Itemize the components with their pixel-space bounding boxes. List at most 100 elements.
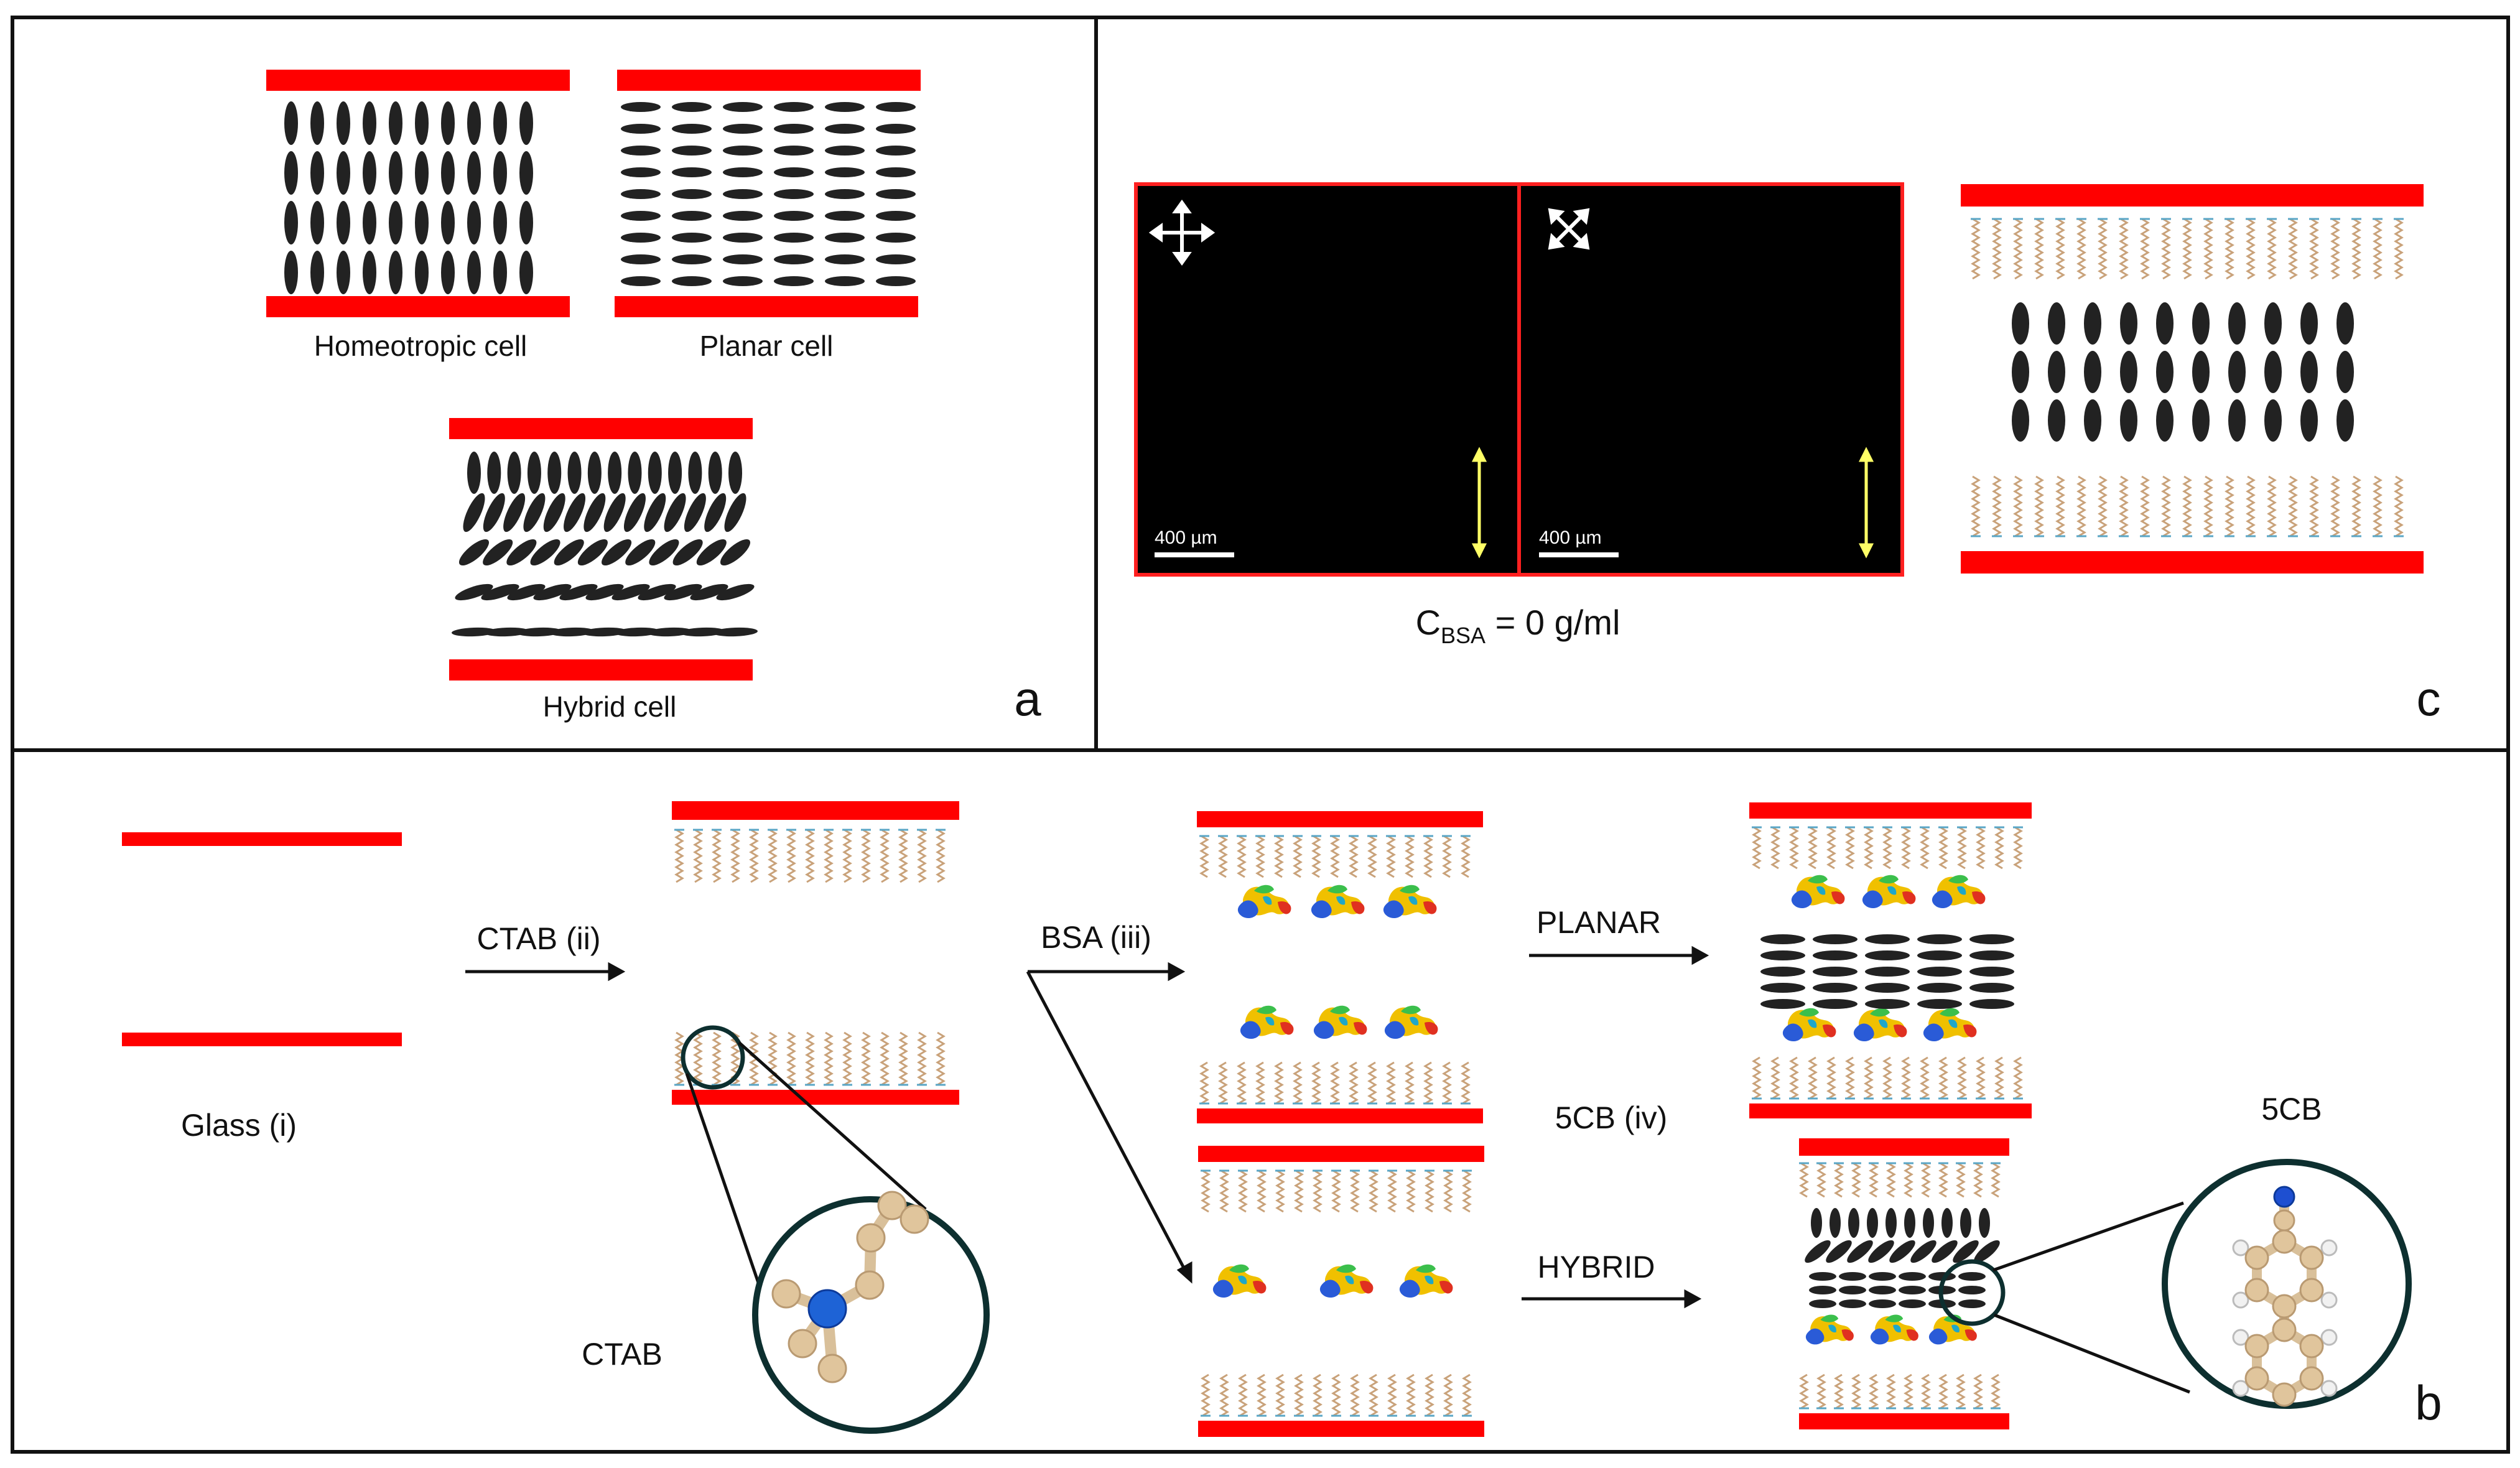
ctab-molecule — [1350, 1373, 1360, 1417]
ctab-molecule — [2267, 218, 2277, 280]
lc-molecule — [549, 627, 595, 637]
ctab-molecule — [1845, 1056, 1855, 1100]
lc-molecule — [774, 167, 814, 177]
lc-molecule — [415, 251, 429, 294]
lc-molecule — [1839, 1299, 1866, 1308]
lc-molecule — [672, 167, 712, 177]
glass-plate-top — [617, 70, 921, 91]
micrograph-crossed-polarizers: 400 µm — [1134, 182, 1521, 577]
lc-molecule — [2084, 399, 2101, 442]
lc-molecule — [2336, 302, 2354, 345]
lc-molecule — [672, 211, 712, 221]
lc-molecule — [582, 627, 627, 637]
lc-molecule — [774, 102, 814, 112]
ctab-layer-bottom — [674, 1031, 946, 1086]
lc-molecule — [363, 151, 376, 195]
lc-molecule — [1830, 1208, 1841, 1238]
lc-molecule — [621, 167, 661, 177]
ctab-molecule — [674, 829, 684, 883]
lc-molecule — [1865, 967, 1910, 977]
ctab-molecule — [1218, 835, 1228, 878]
lc-molecule — [458, 539, 490, 566]
lc-molecule — [441, 101, 455, 145]
ctab-molecule — [786, 1031, 796, 1086]
zoom-circle-small — [681, 1025, 745, 1090]
ctab-molecule — [1257, 1169, 1267, 1213]
lc-molecule — [876, 167, 916, 177]
ctab-molecule — [2203, 475, 2213, 537]
lc-molecule — [825, 276, 865, 286]
ctab-molecule — [2330, 218, 2340, 280]
ctab-molecule — [2225, 218, 2234, 280]
lc-molecule — [337, 251, 350, 294]
lc-molecule — [1809, 1299, 1836, 1308]
lc-molecule — [876, 146, 916, 156]
lc-molecule — [723, 167, 763, 177]
ctab-molecule — [1405, 835, 1415, 878]
bsa-protein-icon — [1399, 1264, 1453, 1298]
lc-molecule — [415, 151, 429, 195]
lc-molecule — [825, 233, 865, 243]
glass-plate-top — [672, 801, 959, 820]
ctab-molecule — [2182, 475, 2192, 537]
glass-plate-top — [1198, 1146, 1484, 1162]
lc-molecule — [621, 102, 661, 112]
glass-plate-bottom — [615, 296, 918, 317]
planar-cell-label: Planar cell — [700, 330, 834, 362]
ctab-molecule — [1461, 1061, 1471, 1105]
ctab-molecule — [1920, 1056, 1930, 1100]
lc-molecule — [1813, 999, 1857, 1009]
lc-molecule — [363, 201, 376, 244]
fivecb-molecule-zoom — [2162, 1159, 2412, 1409]
lc-molecule — [2300, 351, 2318, 393]
glass-plate-bottom — [449, 659, 753, 681]
ctab-molecule — [2034, 218, 2044, 280]
lc-molecule — [587, 452, 602, 494]
ctab-molecule — [1882, 826, 1892, 870]
lc-molecule — [723, 211, 763, 221]
lc-molecule — [672, 102, 712, 112]
ctab-molecule — [1349, 835, 1359, 878]
ctab-molecule — [1330, 1061, 1340, 1105]
lc-molecule — [672, 233, 712, 243]
bsa-protein-icon — [1870, 1314, 1918, 1345]
ctab-molecule — [768, 829, 778, 883]
ctab-molecule-zoom — [752, 1191, 990, 1434]
hybrid-result-cell-diagram — [1799, 1138, 2009, 1429]
lc-molecule — [672, 254, 712, 264]
ctab-molecule — [1973, 1162, 1983, 1198]
lc-molecule — [825, 211, 865, 221]
ctab-molecule — [1442, 835, 1452, 878]
lc-molecule — [577, 539, 608, 566]
ctab-molecule — [1789, 1056, 1799, 1100]
ctab-molecule — [1367, 1061, 1377, 1105]
ctab-molecule — [2373, 218, 2383, 280]
lc-molecule — [680, 627, 725, 637]
ctab-molecule — [2161, 475, 2171, 537]
ctab-molecule — [824, 829, 834, 883]
glass-plate-bottom — [672, 1090, 959, 1105]
lc-molecule — [284, 101, 298, 145]
lc-molecule — [389, 201, 402, 244]
polarizer-cross-rotated-icon — [1548, 208, 1590, 250]
ctab-molecule — [1275, 1373, 1285, 1417]
planar-result-cell-diagram — [1749, 802, 2032, 1118]
lc-molecule — [1867, 1208, 1878, 1238]
ctab-molecule — [1901, 826, 1911, 870]
lc-molecule — [2156, 351, 2174, 393]
lc-molecule — [728, 452, 742, 494]
lc-molecule — [2156, 399, 2174, 442]
ctab-molecule — [1956, 1162, 1966, 1198]
lc-molecule — [2012, 302, 2029, 345]
lc-molecule — [723, 102, 763, 112]
ctab-molecule — [1956, 1373, 1966, 1410]
ctab-molecule — [1991, 1373, 2001, 1410]
glass-plate-top — [449, 418, 753, 439]
lc-molecule — [876, 276, 916, 286]
ctab-molecule — [2267, 475, 2277, 537]
ctab-molecule — [1816, 1373, 1826, 1410]
ctab-molecule — [1350, 1169, 1360, 1213]
lc-molecule — [1910, 1240, 1936, 1263]
lc-molecule — [1809, 1272, 1836, 1281]
ctab-molecule — [1816, 1162, 1826, 1198]
